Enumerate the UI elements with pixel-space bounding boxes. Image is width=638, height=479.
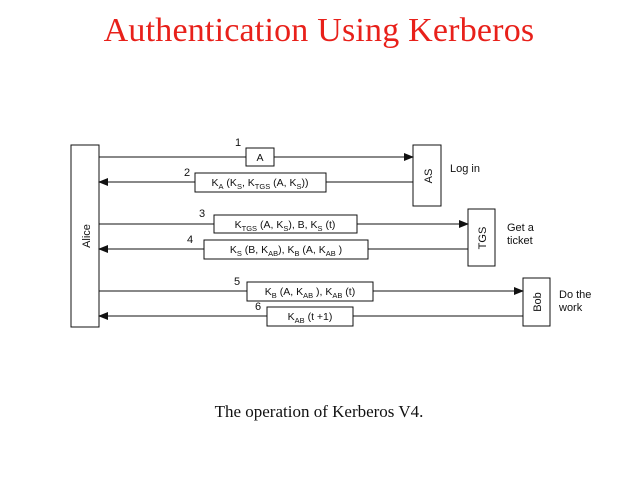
entity-as-label: AS <box>423 169 435 184</box>
message-2: 2 KA (KS, KTGS (A, KS)) <box>98 167 413 193</box>
message-1: 1 A <box>99 137 414 167</box>
message-4-label: KS (B, KAB), KB (A, KAB ) <box>230 244 342 258</box>
entity-tgs: TGS <box>467 208 496 267</box>
slide-title: Authentication Using Kerberos <box>103 12 535 49</box>
message-3: 3 KTGS (A, KS), B, KS (t) <box>99 208 469 234</box>
entity-as: AS <box>412 144 442 207</box>
message-2-label: KA (KS, KTGS (A, KS)) <box>211 177 308 191</box>
message-1-label: A <box>256 152 263 164</box>
message-6-label: KAB (t +1) <box>288 311 333 325</box>
entity-alice: Alice <box>70 144 100 328</box>
entity-tgs-label: TGS <box>477 227 489 250</box>
label-log-in: Log in <box>450 163 480 175</box>
message-5-number: 5 <box>234 276 240 288</box>
label-get-a-ticket: Get a ticket <box>507 222 537 247</box>
message-3-label: KTGS (A, KS), B, KS (t) <box>235 219 336 233</box>
entity-bob-label: Bob <box>532 292 544 312</box>
entity-alice-label: Alice <box>81 224 93 248</box>
figure-caption: The operation of Kerberos V4. <box>214 402 424 421</box>
message-1-number: 1 <box>235 137 241 149</box>
message-2-number: 2 <box>184 167 190 179</box>
message-6-number: 6 <box>255 301 261 313</box>
message-4-number: 4 <box>187 234 193 246</box>
message-5: 5 KB (A, KAB ), KAB (t) <box>99 276 524 302</box>
message-5-label: KB (A, KAB ), KAB (t) <box>265 286 355 300</box>
message-6: 6 KAB (t +1) <box>98 301 523 327</box>
entity-bob: Bob <box>522 277 551 327</box>
message-3-number: 3 <box>199 208 205 220</box>
message-4: 4 KS (B, KAB), KB (A, KAB ) <box>98 234 468 260</box>
label-do-the-work: Do the work <box>558 289 594 314</box>
